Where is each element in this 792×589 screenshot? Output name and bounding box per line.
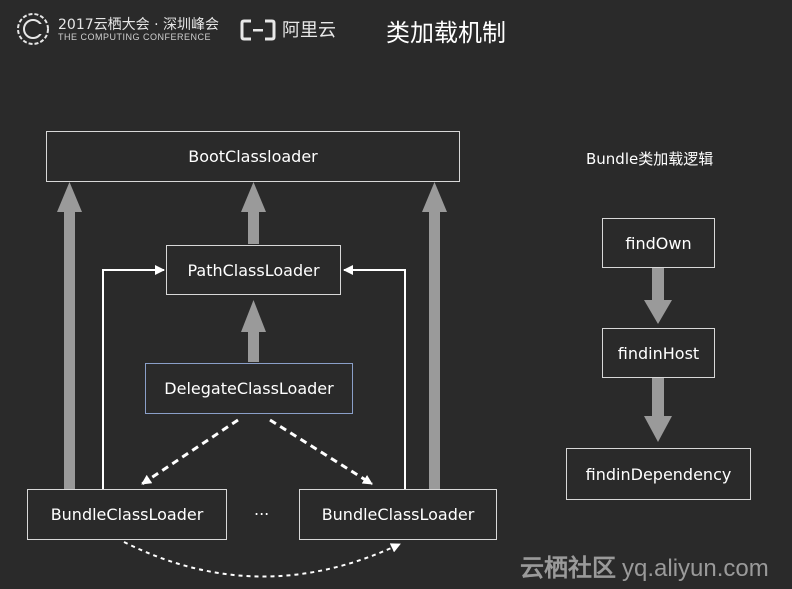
delegate-classloader-box: DelegateClassLoader — [145, 363, 353, 414]
aliyun-brand-name: 阿里云 — [282, 20, 336, 41]
slide-title: 类加载机制 — [386, 19, 506, 47]
conference-subtitle: THE COMPUTING CONFERENCE — [58, 32, 212, 42]
arrow-delegate-to-bundle-left — [141, 418, 239, 486]
watermark-site-name: 云栖社区 — [520, 554, 616, 582]
arrow-findown-to-findinhost — [644, 268, 672, 324]
bundle-flow-title: Bundle类加载逻辑 — [586, 150, 714, 168]
arrow-path-to-boot — [241, 182, 266, 244]
flow-step-findindependency: findinDependency — [566, 448, 751, 500]
bundle-classloader-right-box: BundleClassLoader — [299, 489, 497, 540]
boot-classloader-box: BootClassloader — [46, 131, 460, 182]
flow-step-findown: findOwn — [602, 218, 715, 268]
watermark-site-url: yq.aliyun.com — [622, 555, 769, 582]
conference-title: 2017云栖大会 · 深圳峰会 — [58, 17, 219, 33]
aliyun-logo-icon — [240, 19, 276, 41]
arrow-bundle-left-to-bundle-right — [123, 541, 401, 578]
bundle-classloader-left-box: BundleClassLoader — [27, 489, 227, 540]
arrow-bundle-right-to-boot — [422, 182, 447, 490]
arrow-findinhost-to-findindependency — [644, 378, 672, 442]
arrow-bundle-left-to-boot — [57, 182, 82, 490]
arrow-delegate-to-path — [241, 300, 266, 362]
ellipsis-label: ... — [254, 500, 270, 519]
arrow-delegate-to-bundle-right — [269, 418, 373, 486]
computing-conference-logo-icon — [17, 13, 49, 45]
arrow-bundle-right-to-path — [343, 265, 406, 490]
path-classloader-box: PathClassLoader — [166, 245, 341, 295]
flow-step-findinhost: findinHost — [602, 328, 715, 378]
slide-header: 2017云栖大会 · 深圳峰会 THE COMPUTING CONFERENCE… — [0, 0, 792, 60]
arrow-bundle-left-to-path — [102, 265, 165, 490]
